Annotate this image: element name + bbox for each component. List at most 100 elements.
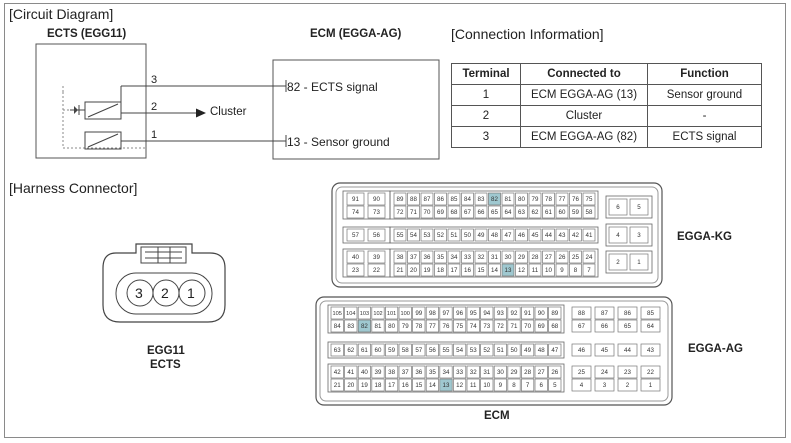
plug-pin-circle: [178, 279, 206, 307]
pin-number: 45: [601, 347, 608, 354]
connector-pin: [330, 319, 344, 333]
pin-number: 43: [559, 232, 566, 239]
connector-pin: [461, 263, 474, 277]
connector-pin: [640, 343, 661, 357]
connector-pin: [357, 365, 371, 379]
pin-number: 71: [410, 209, 417, 216]
connector-pin: [461, 192, 474, 206]
connector-pin: [447, 192, 461, 206]
connector-pin: [453, 343, 467, 357]
pin-number: 6: [616, 204, 620, 211]
pin-number: 7: [526, 382, 530, 389]
harness-section-title: [Harness Connector]: [9, 180, 138, 196]
pin-number: 21: [397, 267, 404, 274]
pin-number: 19: [424, 267, 431, 274]
pin-number: 48: [538, 347, 545, 354]
connector-pin: [548, 343, 562, 357]
connector-pin: [393, 263, 407, 277]
sensor-element-upper-slash: [87, 103, 119, 118]
connector-pin: [434, 192, 447, 206]
pin-number: 18: [437, 267, 444, 274]
connector-pin: [346, 192, 365, 206]
pin-number: 51: [497, 347, 504, 354]
pin-number: 60: [375, 347, 382, 354]
connector-pin: [542, 250, 555, 264]
pin-number: 74: [352, 209, 359, 216]
pin-number: 91: [352, 196, 359, 203]
connector-pin: [571, 378, 592, 392]
pin-number: 4: [580, 382, 584, 389]
pin-group-frame: [389, 190, 599, 220]
pin-number: 11: [470, 382, 477, 389]
pin-number: 7: [587, 267, 591, 274]
connector-pin: [466, 343, 480, 357]
table-cell: Sensor ground: [647, 84, 762, 106]
pin-number: 15: [478, 267, 485, 274]
pin-number: 90: [538, 310, 545, 317]
connector-pin: [617, 343, 638, 357]
connector-pin: [515, 228, 528, 242]
connector-pin: [640, 306, 661, 320]
pin-number: 82: [491, 196, 498, 203]
connector-pin: [425, 343, 439, 357]
pin-group-frame: [389, 226, 599, 244]
table-cell: ECM EGGA-AG (82): [520, 126, 648, 148]
connector-pin: [542, 205, 555, 219]
pin-number: 16: [402, 382, 409, 389]
pin-number: 79: [532, 196, 539, 203]
connector-pin: [617, 378, 638, 392]
pin-number: 72: [397, 209, 404, 216]
connector-pin: [534, 378, 548, 392]
pin-number: 45: [532, 232, 539, 239]
cluster-label: Cluster: [210, 106, 247, 118]
connector-pin: [420, 228, 434, 242]
pin-number: 29: [511, 369, 518, 376]
connector-pin: [425, 365, 439, 379]
pin-group-frame: [605, 223, 653, 247]
connector-pin: [371, 343, 385, 357]
pin-number: 82: [361, 323, 368, 330]
connector-pin: [407, 205, 420, 219]
connector-pin: [385, 365, 399, 379]
pin-number: 34: [443, 369, 450, 376]
pin-number: 26: [559, 254, 566, 261]
connector-pin: [393, 250, 407, 264]
pin-group-frame: [605, 195, 653, 219]
connector-pin: [420, 263, 434, 277]
connector-pin: [515, 250, 528, 264]
pin-group-frame: [327, 363, 565, 393]
connector-pin: [555, 205, 569, 219]
pin-number: 38: [388, 369, 395, 376]
pin-number: 53: [470, 347, 477, 354]
pin-number: 81: [505, 196, 512, 203]
pin-number: 53: [424, 232, 431, 239]
pin-number: 42: [334, 369, 341, 376]
pin-number: 65: [624, 323, 631, 330]
connector-pin: [501, 228, 515, 242]
connector-pin: [367, 228, 386, 242]
connector-pin: [493, 365, 507, 379]
connector-pin: [453, 365, 467, 379]
connector-pin: [569, 205, 582, 219]
connector-pin: [594, 378, 615, 392]
connector-pin: [412, 378, 426, 392]
connector-pin: [407, 250, 420, 264]
connector-pin: [493, 343, 507, 357]
connector-pin: [640, 319, 661, 333]
plug-label-egg11: EGG11: [147, 345, 185, 357]
connector-pin: [466, 378, 480, 392]
pin-number: 102: [373, 311, 382, 317]
connector-pin: [344, 319, 358, 333]
connector-pin: [507, 306, 521, 320]
connector-pin: [344, 378, 358, 392]
pin-number: 105: [333, 311, 342, 317]
connector-pin: [582, 250, 596, 264]
pin-number: 30: [505, 254, 512, 261]
pin-number: 85: [451, 196, 458, 203]
pin-number: 8: [512, 382, 516, 389]
pin-number: 25: [572, 254, 579, 261]
connector-pin: [571, 365, 592, 379]
connector-pin: [466, 365, 480, 379]
pin-number: 51: [451, 232, 458, 239]
